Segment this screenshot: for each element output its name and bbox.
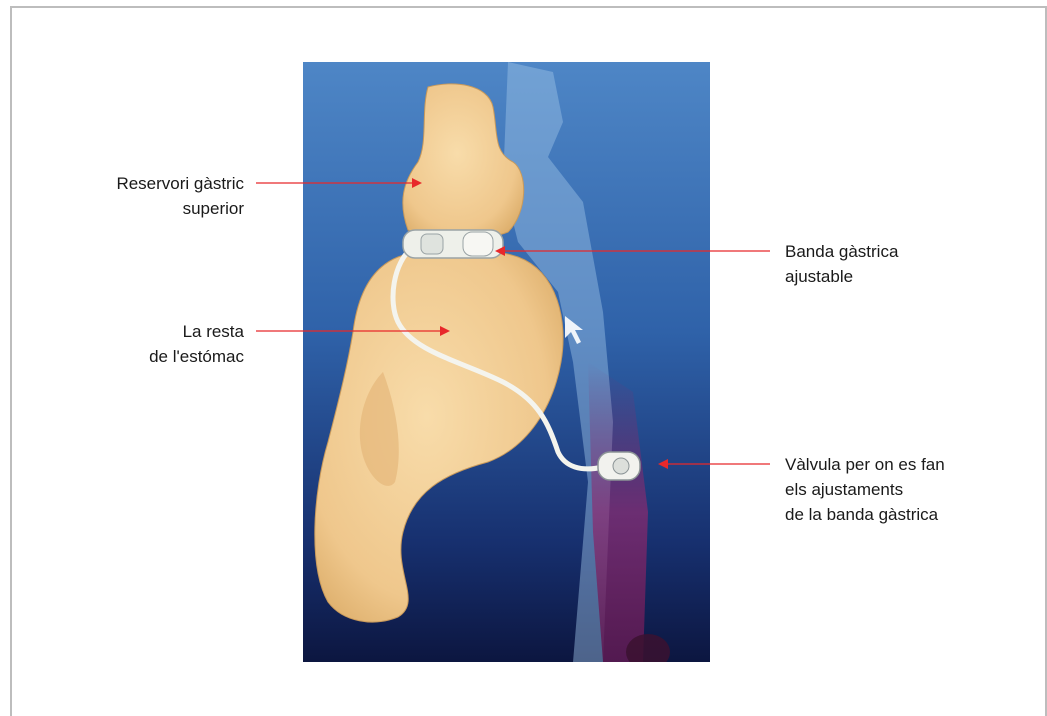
label-upper-pouch: Reservori gàstric superior xyxy=(50,171,244,221)
gastric-band-illustration xyxy=(303,62,710,662)
label-rest-of-stomach: La resta de l'estómac xyxy=(50,319,244,369)
gastric-band xyxy=(403,230,503,258)
label-band: Banda gàstrica ajustable xyxy=(785,239,1005,289)
adjustment-valve xyxy=(598,452,640,480)
label-valve: Vàlvula per on es fan els ajustaments de… xyxy=(785,452,1025,527)
